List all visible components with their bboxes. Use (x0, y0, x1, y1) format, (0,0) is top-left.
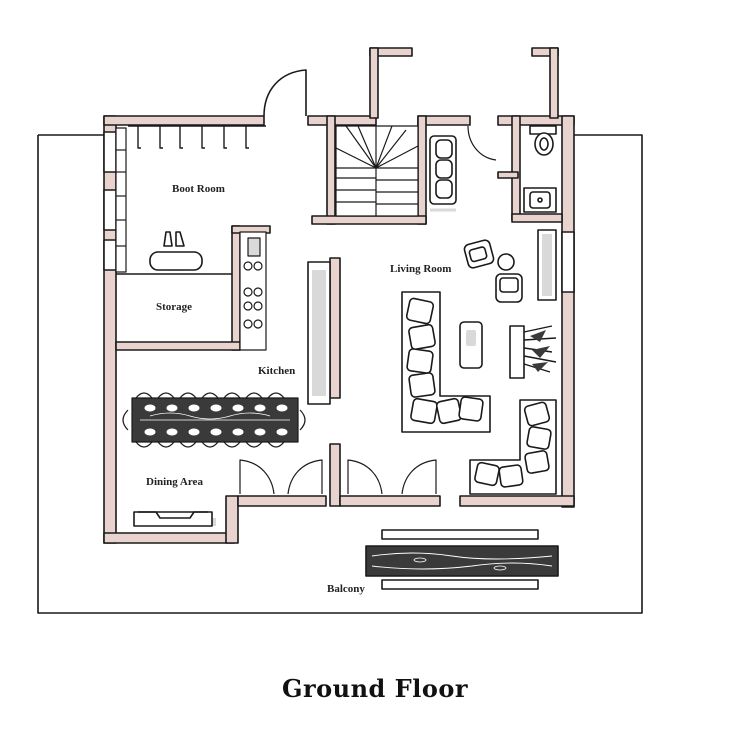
dining-chairs (122, 392, 306, 448)
bench-with-boots (149, 231, 203, 271)
sectional-sofa (401, 291, 491, 433)
staircase (335, 125, 419, 217)
wall-bottom-step (225, 495, 239, 544)
page-title: Ground Floor (282, 674, 468, 703)
coffee-table (459, 321, 483, 369)
label-storage: Storage (156, 301, 193, 313)
entry-door-swing (263, 69, 307, 117)
sideboard (133, 511, 216, 527)
label-boot-room: Boot Room (172, 183, 225, 195)
sink (523, 187, 557, 213)
wall-bottom-dining (103, 532, 235, 544)
wall-right (561, 115, 575, 508)
toilet (529, 125, 557, 156)
wall-bath-mid (497, 171, 519, 179)
wall-bath-bottom (511, 213, 563, 223)
wall-stair-bottom (311, 215, 427, 225)
wall-kitchen-partition (329, 257, 341, 399)
wall-stair-right (417, 115, 427, 225)
french-doors-right (347, 459, 437, 495)
media-console (537, 229, 557, 301)
stack-right-post (549, 47, 559, 119)
label-balcony: Balcony (327, 583, 365, 595)
armchair-2 (495, 273, 523, 303)
wall-bottom-1 (237, 495, 327, 507)
bath-door (467, 125, 497, 161)
balcony-bench-top (381, 529, 539, 540)
wall-left (103, 115, 117, 544)
wall-bath-left (511, 115, 521, 221)
wall-bottom-3 (339, 495, 441, 507)
wall-stair-left (326, 115, 336, 225)
storage-shelves (239, 231, 267, 351)
side-table (497, 253, 515, 271)
kitchen-island (307, 261, 331, 405)
table-settings (140, 404, 290, 436)
label-kitchen: Kitchen (258, 365, 296, 377)
dining-table (122, 392, 306, 448)
wall-bottom-2 (329, 443, 341, 507)
label-living-room: Living Room (390, 263, 452, 275)
wall-top-bootroom (103, 115, 265, 126)
armchair-1 (463, 239, 495, 269)
site-outline (37, 134, 643, 614)
plant-planter (509, 325, 557, 379)
coat-hooks (128, 125, 266, 149)
window-left (103, 131, 117, 271)
window-right-wall (561, 231, 575, 293)
label-dining-area: Dining Area (146, 476, 203, 488)
small-sofa-top (429, 135, 457, 212)
french-doors-left (239, 459, 323, 495)
balcony-table (365, 545, 559, 577)
balcony-bench-bottom (381, 579, 539, 590)
wall-storage-bottom (115, 341, 241, 351)
corner-sofa (469, 399, 557, 495)
shoe-rack (115, 127, 127, 273)
wall-bottom-4 (459, 495, 575, 507)
stack-left-post (369, 47, 379, 119)
wall-storage-right (231, 225, 241, 351)
wall-top-center (307, 115, 377, 126)
